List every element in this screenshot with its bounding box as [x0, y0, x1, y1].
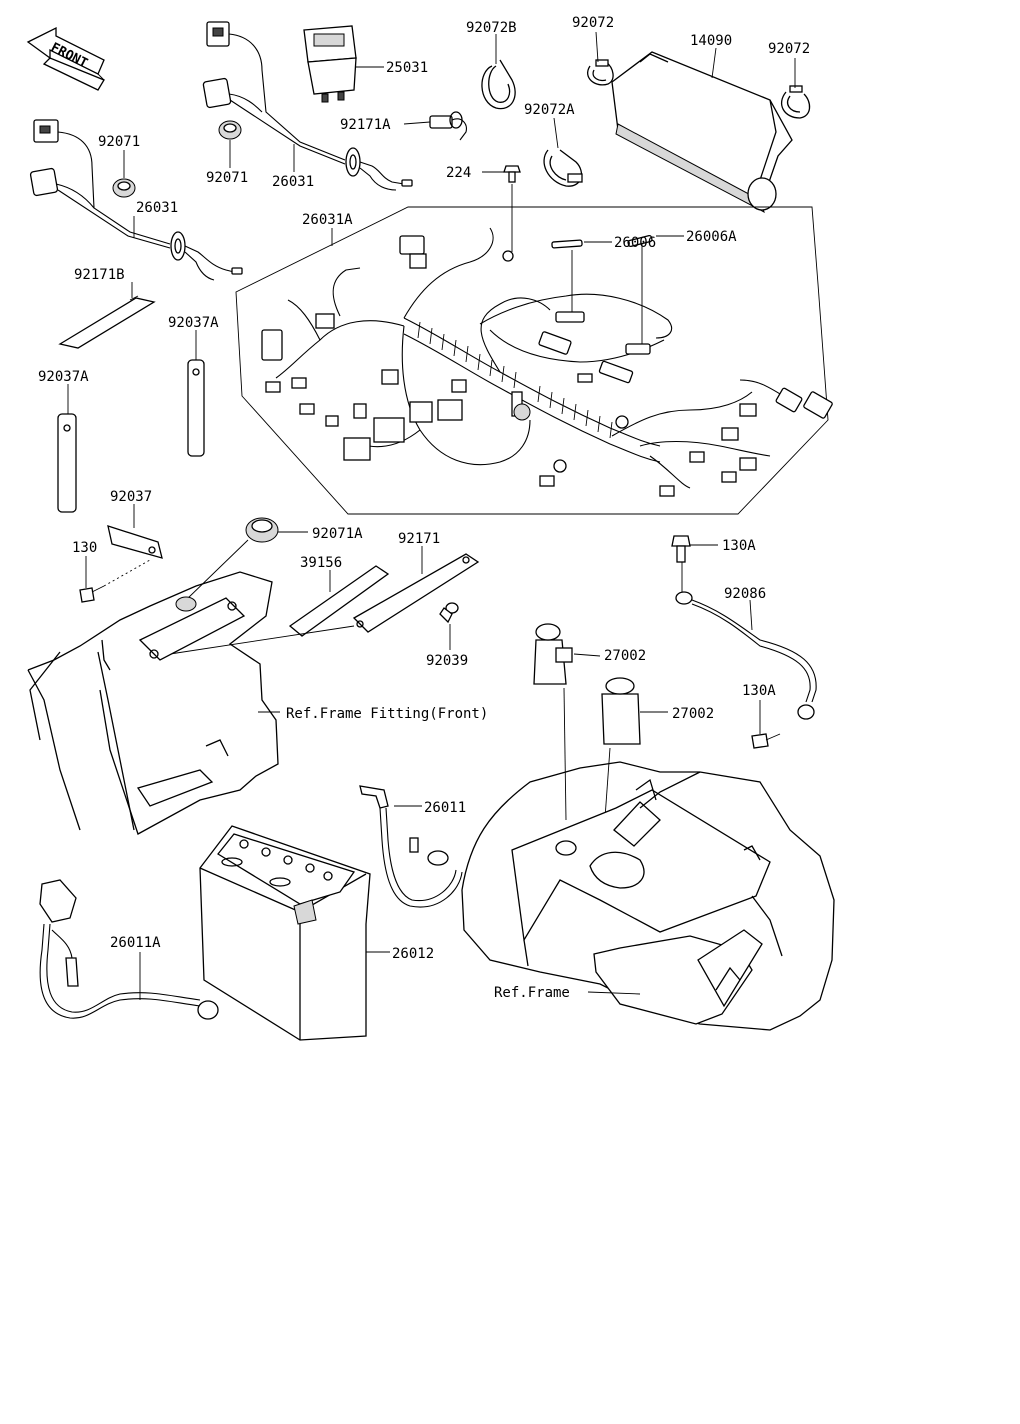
frame-fitting-front-icon	[27, 571, 279, 835]
frame-rear-icon	[461, 761, 835, 1031]
label-26031-a: 26031	[272, 174, 314, 190]
clamp-92072-right-icon	[781, 85, 811, 119]
label-130A-b: 130A	[742, 683, 776, 699]
bracket-92171B-icon	[58, 295, 156, 349]
label-26011A: 26011A	[110, 935, 161, 951]
battery-26012-icon	[199, 825, 371, 1041]
pad-39156-icon	[288, 565, 390, 637]
relay-27002-upper-icon	[533, 623, 573, 821]
clamp-92072B-icon	[481, 59, 516, 110]
relay-27002-lower-icon	[601, 677, 641, 833]
label-92037A-a: 92037A	[168, 315, 219, 331]
hour-meter-25031-icon	[303, 25, 357, 103]
label-92072-b: 92072	[768, 41, 810, 57]
bolt-130A-lower-icon	[751, 733, 781, 749]
label-130: 130	[72, 540, 97, 556]
band-92037A-upper-icon	[187, 359, 205, 457]
label-92072-a: 92072	[572, 15, 614, 31]
label-ref-frame-fitting-front: Ref.Frame Fitting(Front)	[286, 706, 488, 722]
bolt-224-icon	[503, 165, 521, 183]
label-26011: 26011	[424, 800, 466, 816]
band-92037A-lower-icon	[57, 413, 77, 513]
label-ref-frame: Ref.Frame	[494, 985, 570, 1001]
ground-cable-92086-icon	[675, 591, 817, 720]
bolt-130A-upper-icon	[671, 535, 691, 563]
label-27002-a: 27002	[604, 648, 646, 664]
label-27002-b: 27002	[672, 706, 714, 722]
clamp-92072-left-icon	[587, 59, 614, 86]
label-92039: 92039	[426, 653, 468, 669]
front-direction-arrow-icon: FRONT	[26, 26, 105, 91]
plate-92037-icon	[107, 525, 163, 559]
label-14090: 14090	[690, 33, 732, 49]
grommet-92071-lower-icon	[112, 178, 136, 198]
label-92171A: 92171A	[340, 117, 391, 133]
label-25031: 25031	[386, 60, 428, 76]
label-26006: 26006	[614, 235, 656, 251]
label-92071-b: 92071	[206, 170, 248, 186]
bracket-92171-icon	[169, 553, 480, 655]
main-harness-26031A-icon	[235, 206, 833, 515]
cover-14090-icon	[611, 51, 793, 214]
label-26006A: 26006A	[686, 229, 737, 245]
bolt-130-icon	[79, 559, 151, 603]
harness-26031-lower-icon	[29, 119, 243, 281]
label-39156: 39156	[300, 555, 342, 571]
grommet-92071A-icon	[185, 517, 279, 601]
battery-cable-26011A-icon	[39, 879, 219, 1020]
label-92071A: 92071A	[312, 526, 363, 542]
label-26031-b: 26031	[136, 200, 178, 216]
clamp-92072A-icon	[543, 149, 583, 187]
label-26012: 26012	[392, 946, 434, 962]
label-92171: 92171	[398, 531, 440, 547]
grommet-92071-upper-icon	[218, 120, 242, 140]
label-92037: 92037	[110, 489, 152, 505]
label-92086: 92086	[724, 586, 766, 602]
label-92037A-b: 92037A	[38, 369, 89, 385]
label-92072B: 92072B	[466, 20, 517, 36]
connector-bracket-92171A-icon	[429, 111, 467, 141]
battery-cable-26011-icon	[359, 785, 463, 908]
clip-92039-icon	[439, 602, 459, 624]
leader-lines	[67, 31, 796, 1000]
label-224: 224	[446, 165, 471, 181]
label-92072A: 92072A	[524, 102, 575, 118]
label-26031A: 26031A	[302, 212, 353, 228]
label-92171B: 92171B	[74, 267, 125, 283]
label-130A-a: 130A	[722, 538, 756, 554]
harness-26031-upper-icon	[202, 21, 413, 191]
part-labels: 92072B 92072 14090 92072 25031 92171A 92…	[38, 15, 810, 1001]
label-92071-a: 92071	[98, 134, 140, 150]
